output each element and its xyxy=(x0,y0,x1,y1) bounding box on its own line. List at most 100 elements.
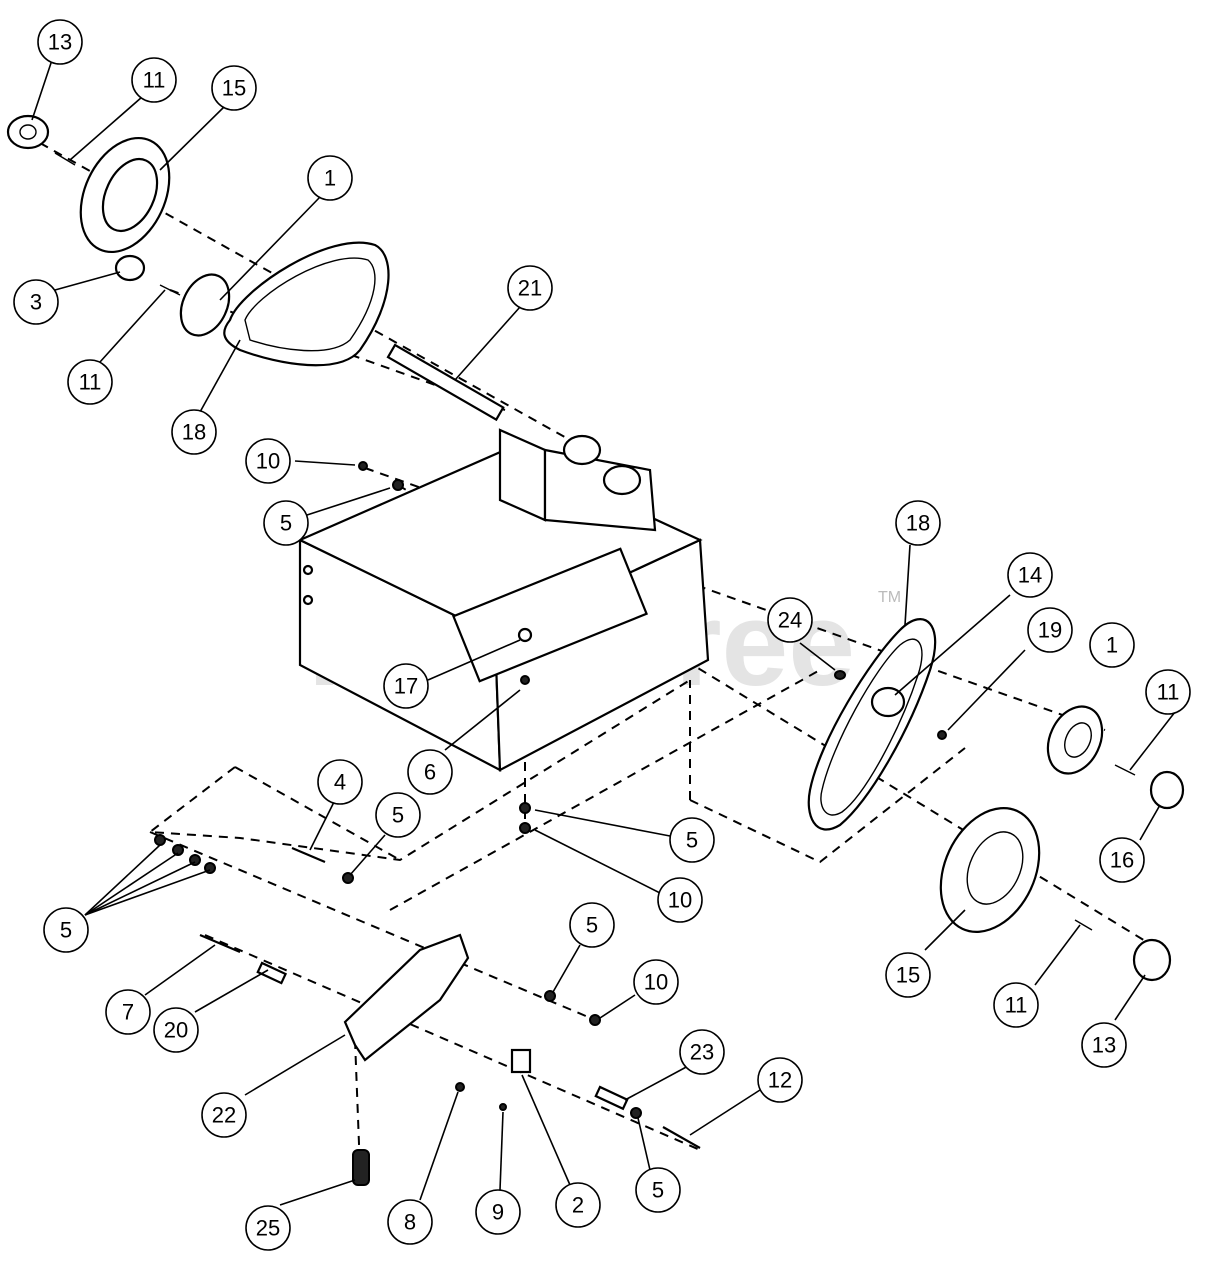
main-frame xyxy=(297,428,710,772)
callout-label: 5 xyxy=(586,913,598,938)
right-dashed-outline xyxy=(689,747,966,864)
callout-label: 18 xyxy=(906,511,930,536)
callout-19: 19 xyxy=(1027,607,1073,653)
callout-circle xyxy=(679,1029,725,1075)
callout-5-mid: 5 xyxy=(669,817,715,863)
callout-21: 21 xyxy=(507,265,553,311)
callout-circle xyxy=(993,982,1039,1028)
callout-circle xyxy=(895,500,941,546)
nut-10-lower xyxy=(589,1014,601,1026)
callout-circle xyxy=(171,409,217,455)
diagonal-dashed-line xyxy=(389,669,821,911)
small-pulley-1-top xyxy=(179,273,231,337)
callout-label: 5 xyxy=(686,828,698,853)
leader-c27 xyxy=(924,909,966,951)
callout-2: 2 xyxy=(555,1182,601,1228)
washer-9 xyxy=(499,1103,507,1111)
frame-hole-1 xyxy=(302,564,314,576)
bearing-right xyxy=(602,464,642,496)
callout-8: 8 xyxy=(387,1199,433,1245)
callout-label: 7 xyxy=(122,1000,134,1025)
leader-c29 xyxy=(1114,974,1146,1021)
callout-label: 10 xyxy=(668,888,692,913)
callout-label: 15 xyxy=(222,76,246,101)
spacer-23 xyxy=(594,1085,629,1111)
leader-c6 xyxy=(99,289,166,363)
washer-5-bottom xyxy=(630,1107,642,1119)
leader-c32 xyxy=(244,1034,346,1096)
callout-circle xyxy=(263,500,309,546)
nut-10-top xyxy=(358,461,368,471)
callout-15-right: 15 xyxy=(885,952,931,998)
callout-5-bottom: 5 xyxy=(635,1167,681,1213)
clip-2 xyxy=(510,1048,532,1074)
lower-bolt-axis-line xyxy=(204,934,701,1151)
callout-3: 3 xyxy=(13,279,59,325)
leader-c7 xyxy=(199,339,241,413)
callout-circle xyxy=(1027,607,1073,653)
leader-c28 xyxy=(1034,924,1081,986)
hub-16 xyxy=(1149,770,1185,810)
hub-13-top xyxy=(6,114,50,150)
callout-5-group: 5 xyxy=(43,907,89,953)
left-bolt-axis-line xyxy=(149,831,601,1023)
callout-label: 5 xyxy=(60,918,72,943)
callout-circle xyxy=(1089,622,1135,668)
leader-c9 xyxy=(294,460,356,466)
leader-c22 xyxy=(1139,804,1161,841)
belt-18-top xyxy=(223,241,390,367)
leader-c21 xyxy=(534,809,671,837)
callout-11-mid: 11 xyxy=(67,359,113,405)
callout-circle xyxy=(1007,552,1053,598)
frame-hole-2 xyxy=(302,594,314,606)
key-11-top xyxy=(54,152,76,166)
callout-13-bottom: 13 xyxy=(1081,1022,1127,1068)
callout-17: 17 xyxy=(383,663,429,709)
callout-label: 17 xyxy=(394,674,418,699)
leader-c26 xyxy=(599,994,636,1019)
leader-c10 xyxy=(306,487,391,516)
bolt-12 xyxy=(662,1126,701,1149)
callout-circle xyxy=(43,907,89,953)
callout-label: 18 xyxy=(182,420,206,445)
callout-label: 14 xyxy=(1018,563,1042,588)
callout-23: 23 xyxy=(679,1029,725,1075)
callout-7: 7 xyxy=(105,989,151,1035)
key-11-right xyxy=(1114,764,1136,776)
callout-label: 11 xyxy=(1005,993,1028,1018)
callout-label: 20 xyxy=(164,1018,188,1043)
callout-circle xyxy=(569,902,615,948)
leader-c39 xyxy=(637,1117,651,1171)
leader-c24-b xyxy=(84,852,179,916)
leader-c13 xyxy=(799,642,836,671)
callout-circle xyxy=(633,959,679,1005)
large-pulley-15-right xyxy=(939,806,1041,934)
callout-22: 22 xyxy=(201,1092,247,1138)
callout-11-bottom: 11 xyxy=(993,982,1039,1028)
callout-circle xyxy=(201,1092,247,1138)
leader-c25 xyxy=(552,944,581,993)
large-pulley-15-right-inner xyxy=(966,831,1024,905)
callout-circle xyxy=(307,155,353,201)
frame-bracket xyxy=(543,448,657,532)
callout-1-top: 1 xyxy=(307,155,353,201)
callout-label: 12 xyxy=(768,1068,792,1093)
washer-6 xyxy=(520,675,530,685)
leader-c12 xyxy=(894,594,1011,696)
spacer-24 xyxy=(834,670,846,680)
belt-18-right xyxy=(807,618,937,831)
callout-10-mid: 10 xyxy=(657,877,703,923)
callout-5-top: 5 xyxy=(263,500,309,546)
washer-5-b xyxy=(172,844,184,856)
belt-18-top-inner xyxy=(244,257,376,352)
callout-18-top: 18 xyxy=(171,409,217,455)
callout-11-top: 11 xyxy=(131,57,177,103)
callout-label: 24 xyxy=(778,608,802,633)
callout-circle xyxy=(37,19,83,65)
callout-label: 13 xyxy=(48,30,72,55)
key-11-mid xyxy=(159,284,181,296)
leader-c35 xyxy=(279,1179,356,1206)
callout-label: 15 xyxy=(896,963,920,988)
nut-8 xyxy=(455,1082,465,1092)
